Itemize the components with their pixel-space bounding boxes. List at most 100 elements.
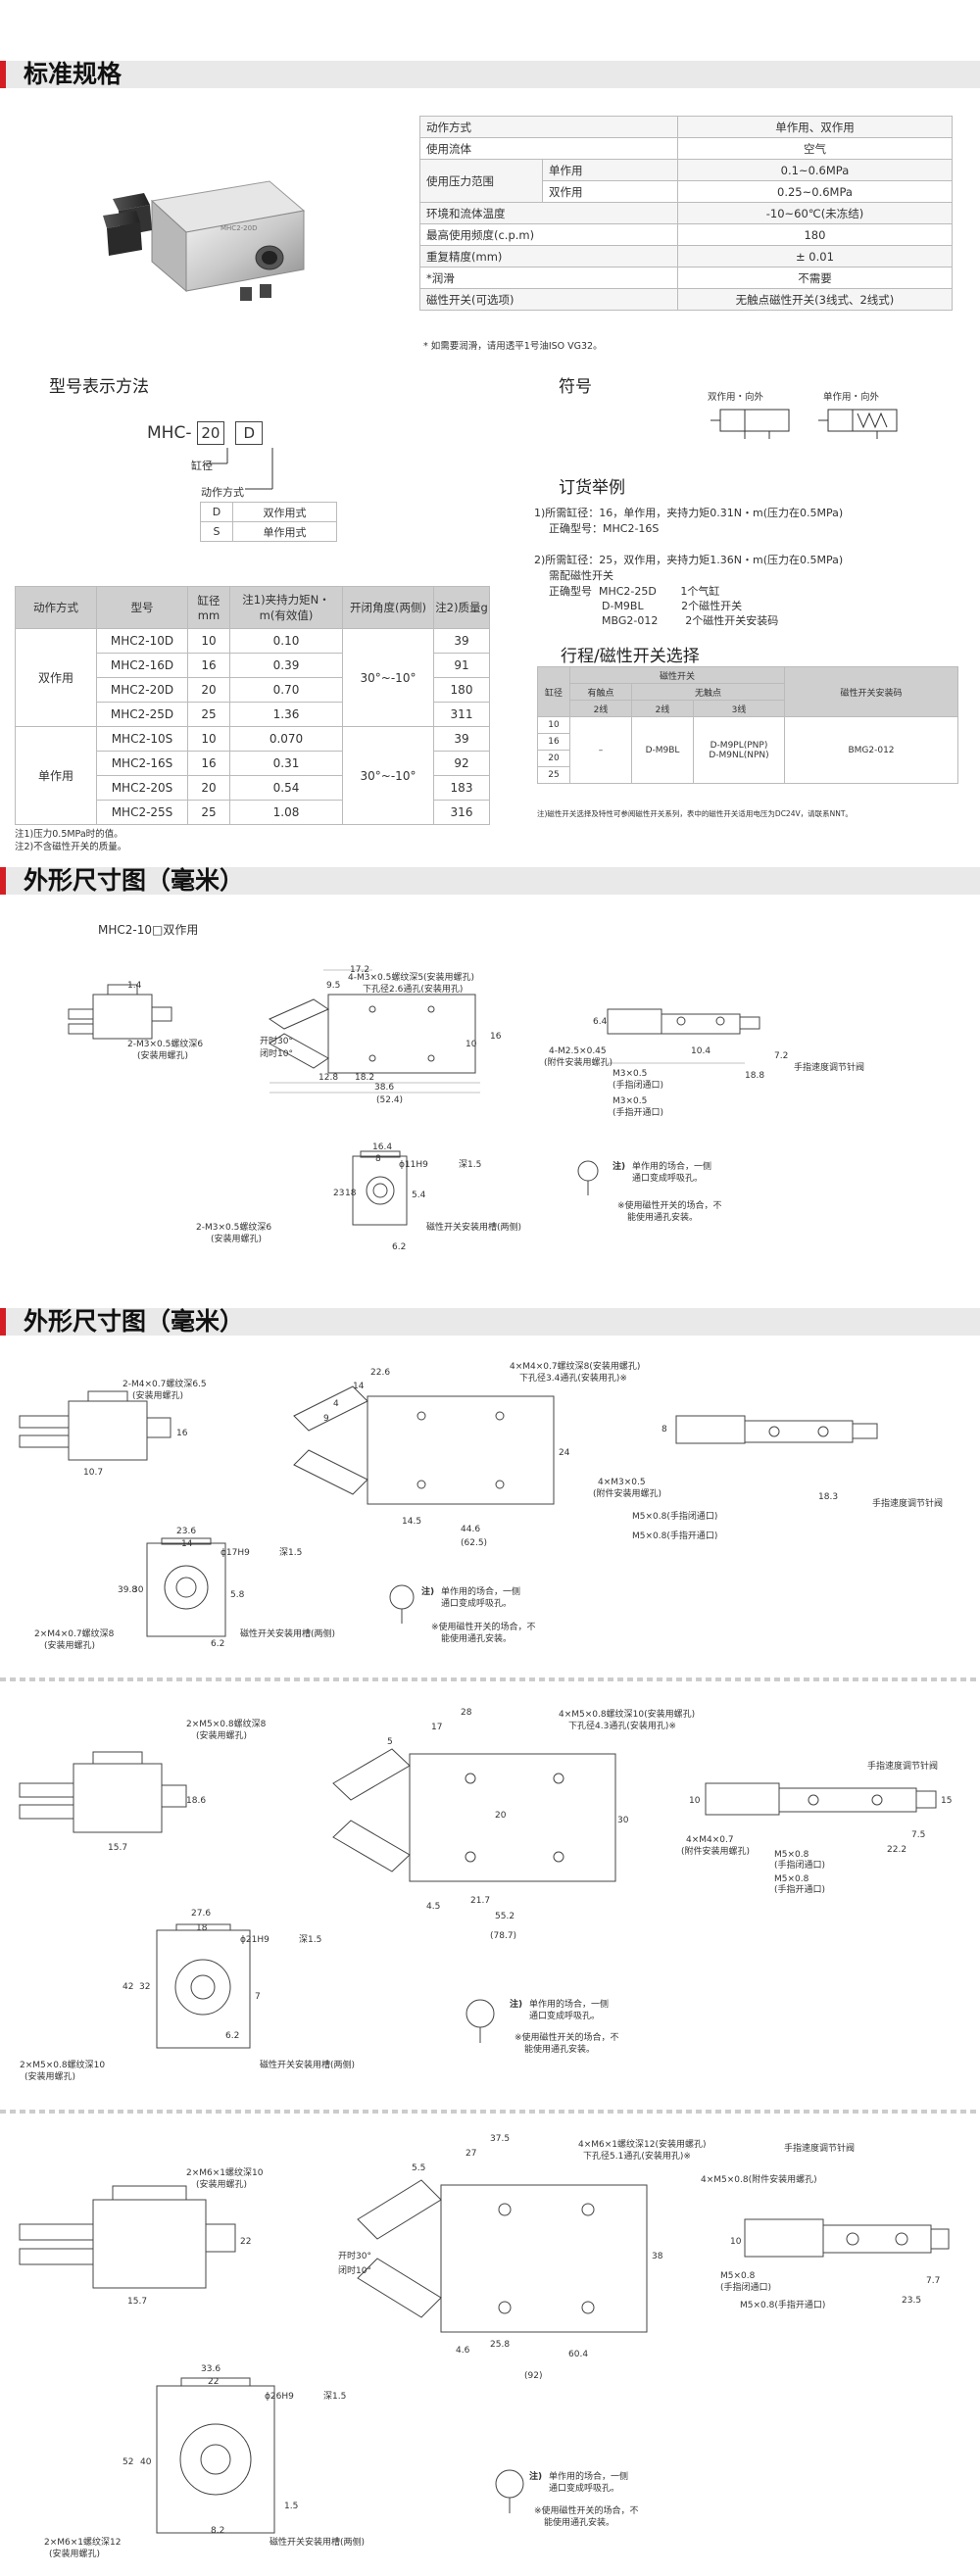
dim2-note1: 单作用的场合，一侧	[441, 1585, 520, 1597]
dim2-label-a2: (安装用螺孔)	[132, 1389, 183, 1401]
dim3-drawing: 28 17 5 20 30 21.7 4.5 55.2 (78.7) 27.6 …	[19, 1708, 952, 2082]
dim1-note2b: 能使用通孔安装。	[627, 1211, 698, 1223]
dim1-dim-text: 9.5	[326, 981, 340, 991]
dim2-dim-text: 8	[662, 1425, 667, 1434]
dim4-label-f: 手指速度调节针阀	[784, 2142, 855, 2154]
dim3-bore: ϕ21H9	[240, 1935, 270, 1945]
dim3-label-h: 磁性开关安装用槽(两侧)	[260, 2059, 355, 2070]
dim1-dim-text: 16.4	[372, 1142, 392, 1152]
dim1-dim-text: 18.8	[745, 1071, 764, 1081]
order-ex2-line5: MBG2-012 2个磁性开关安装码	[602, 614, 779, 627]
torque-cell: 0.70	[229, 677, 343, 703]
dim2-dim-text: 14	[181, 1539, 193, 1549]
option-desc: 双作用式	[232, 502, 337, 522]
spec-label: *润滑	[419, 267, 678, 289]
dim2-label-c2: (附件安装用螺孔)	[593, 1487, 662, 1499]
dim2-label-b2: 下孔径3.4通孔(安装用孔)※	[519, 1372, 627, 1384]
spec-value: 不需要	[676, 267, 954, 289]
model-table-header: 缸径mm	[187, 586, 230, 629]
spec-label: 磁性开关(可选项)	[419, 288, 678, 311]
bore-cell: 16	[187, 653, 230, 678]
dim4-note1b: 通口变成呼吸孔。	[549, 2482, 619, 2494]
dim4-label-h: 磁性开关安装用槽(两侧)	[270, 2536, 365, 2548]
dim1-note2: ※使用磁性开关的场合，不	[617, 1199, 722, 1211]
dim4-label-g: 2×M6×1螺纹深12	[44, 2536, 121, 2548]
spec-label: 使用流体	[419, 137, 678, 160]
dim1-dim-text: (52.4)	[376, 1095, 403, 1105]
symbol-title: 符号	[559, 377, 592, 397]
dim2-depth: 深1.5	[279, 1547, 302, 1558]
order-ex2-line3: 正确型号 MHC2-25D 1个气缸	[549, 585, 720, 598]
dim1-dim-text: 10.4	[691, 1046, 710, 1056]
dim2-dim-text: 22.6	[370, 1368, 390, 1378]
dim-section-title-1: 外形尺寸图（毫米）	[24, 866, 245, 895]
spec-value: 0.1~0.6MPa	[676, 159, 954, 181]
model-cell: MHC2-10D	[96, 628, 188, 654]
dim3-label-c2: (附件安装用螺孔)	[681, 1845, 750, 1857]
spec-header-value: 单作用、双作用	[676, 116, 954, 138]
dim3-dim-text: 10	[689, 1796, 701, 1806]
dim4-note2: ※使用磁性开关的场合，不	[534, 2504, 639, 2516]
dim4-open-angle: 开时30°	[338, 2250, 371, 2261]
dim3-label-a: 2×M5×0.8螺纹深8	[186, 1718, 267, 1729]
dim1-dim-text: 18	[345, 1189, 357, 1198]
dim2-dim-text: 6.2	[211, 1639, 224, 1649]
dim2-dim-text: 5.8	[230, 1590, 245, 1600]
switch-h-2wire: 2线	[569, 700, 632, 717]
option-code: S	[200, 521, 233, 542]
dim1-dim-text: 38.6	[374, 1083, 394, 1093]
dim1-dim-text: 6.4	[593, 1017, 608, 1027]
mass-cell: 39	[433, 726, 490, 752]
dim4-close-angle: 闭时10°	[338, 2264, 371, 2276]
dim1-label-c: 4-M2.5×0.45	[549, 1046, 607, 1056]
model-title: 型号表示方法	[49, 377, 149, 397]
dim1-zhu: 注)	[612, 1160, 625, 1172]
dim4-note2b: 能使用通孔安装。	[544, 2516, 614, 2528]
option-desc: 单作用式	[232, 521, 337, 542]
dim1-drawing: 17.2 9.5 16 10 12.8 18.2 38.6 (52.4) 6.4…	[68, 965, 864, 1252]
torque-cell: 0.31	[229, 751, 343, 776]
dim2-label-g2: (安装用螺孔)	[44, 1639, 95, 1651]
section-header-bar	[0, 867, 980, 895]
torque-cell: 0.54	[229, 775, 343, 801]
model-group-action: 双作用	[15, 628, 97, 727]
dim2-dim-text: 23.6	[176, 1527, 196, 1536]
switch-reed: –	[569, 716, 632, 784]
section-header-mark	[0, 867, 6, 895]
spec-label: 最高使用频度(c.p.m)	[419, 223, 678, 246]
dim4-dim-text: 40	[140, 2457, 152, 2467]
switch-solid3a: D-M9PL(PNP)	[710, 740, 768, 751]
dim1-label-b2: 下孔径2.6通孔(安装用孔)	[363, 983, 463, 995]
dim2-label-b: 4×M4×0.7螺纹深8(安装用螺孔)	[510, 1360, 640, 1372]
dim4-label-a2: (安装用螺孔)	[196, 2178, 247, 2190]
dim4-dim-text: 1.5	[284, 2502, 298, 2511]
mass-cell: 92	[433, 751, 490, 776]
model-action-box: D	[235, 421, 264, 445]
dim3-dim-text: 7	[255, 1992, 261, 2002]
dim3-dim-text: 42	[122, 1982, 133, 1992]
switch-title: 行程/磁性开关选择	[561, 647, 700, 666]
dim4-note1: 单作用的场合，一侧	[549, 2470, 628, 2482]
dim1-label-d: M3×0.5	[612, 1069, 647, 1079]
model-action-label: 动作方式	[201, 486, 244, 499]
switch-h-3wire: 3线	[693, 700, 785, 717]
dim4-dim-text: 33.6	[201, 2364, 220, 2374]
dim2-dim-text: (62.5)	[461, 1538, 487, 1548]
dim4-label-d: M5×0.8	[720, 2271, 756, 2281]
dim2-dim-text: 30	[132, 1585, 144, 1595]
spec-value: 180	[676, 223, 954, 246]
switch-bore: 20	[537, 750, 570, 767]
switch-h-switch: 磁性开关	[569, 666, 785, 684]
dim3-label-g: 2×M5×0.8螺纹深10	[20, 2059, 105, 2070]
pneumatic-symbol	[710, 409, 898, 439]
mass-cell: 180	[433, 677, 490, 703]
dim2-note2b: 能使用通孔安装。	[441, 1632, 512, 1644]
section-header-bar	[0, 61, 980, 88]
dim1-dim-text: 10	[466, 1040, 477, 1049]
model-bore-box: 20	[196, 421, 224, 445]
dim1-dim-text: 8	[375, 1154, 381, 1164]
dim3-note2b: 能使用通孔安装。	[524, 2043, 595, 2055]
dim2-dim-text: 14.5	[402, 1517, 421, 1527]
dim3-depth: 深1.5	[299, 1934, 321, 1945]
model-cell: MHC2-20S	[96, 775, 188, 801]
